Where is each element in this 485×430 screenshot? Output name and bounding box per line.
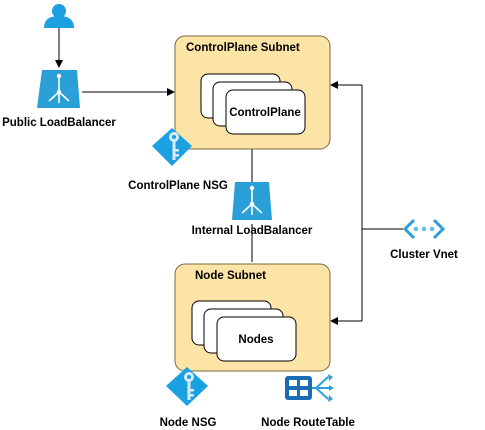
vnet-icon [402,218,446,240]
controlplane-label: ControlPlane [229,107,301,119]
cluster-vnet-label: Cluster Vnet [390,249,458,261]
user-icon[interactable] [44,4,74,28]
controlplane-node[interactable] [225,89,306,135]
nsg-shield-key-icon [152,128,192,166]
node-nsg-label: Node NSG [160,417,217,429]
load-balancer-icon [232,182,272,220]
node-routetable[interactable]: Node RouteTable [261,374,355,429]
node-subnet[interactable]: Node Subnet Nodes [174,263,331,372]
node-subnet-label: Node Subnet [195,270,266,282]
route-table-icon [285,374,334,402]
controlplane-nsg-label: ControlPlane NSG [128,180,228,192]
controlplane-nsg[interactable]: ControlPlane NSG [128,128,228,192]
connectors [55,28,403,325]
nodes-node[interactable] [216,316,297,362]
controlplane-subnet-label: ControlPlane Subnet [186,42,300,54]
node-routetable-label: Node RouteTable [261,417,355,429]
controlplane-subnet[interactable]: ControlPlane Subnet ControlPlane [174,35,331,150]
load-balancer-icon [37,70,80,108]
cluster-vnet[interactable]: Cluster Vnet [390,218,458,261]
nodes-label: Nodes [238,334,273,346]
public-lb-label: Public LoadBalancer [2,117,116,129]
internal-load-balancer[interactable]: Internal LoadBalancer [192,182,313,237]
node-nsg[interactable]: Node NSG [160,367,217,429]
nsg-shield-key-icon [166,367,208,406]
internal-lb-label: Internal LoadBalancer [192,225,313,237]
public-load-balancer[interactable]: Public LoadBalancer [2,70,116,129]
